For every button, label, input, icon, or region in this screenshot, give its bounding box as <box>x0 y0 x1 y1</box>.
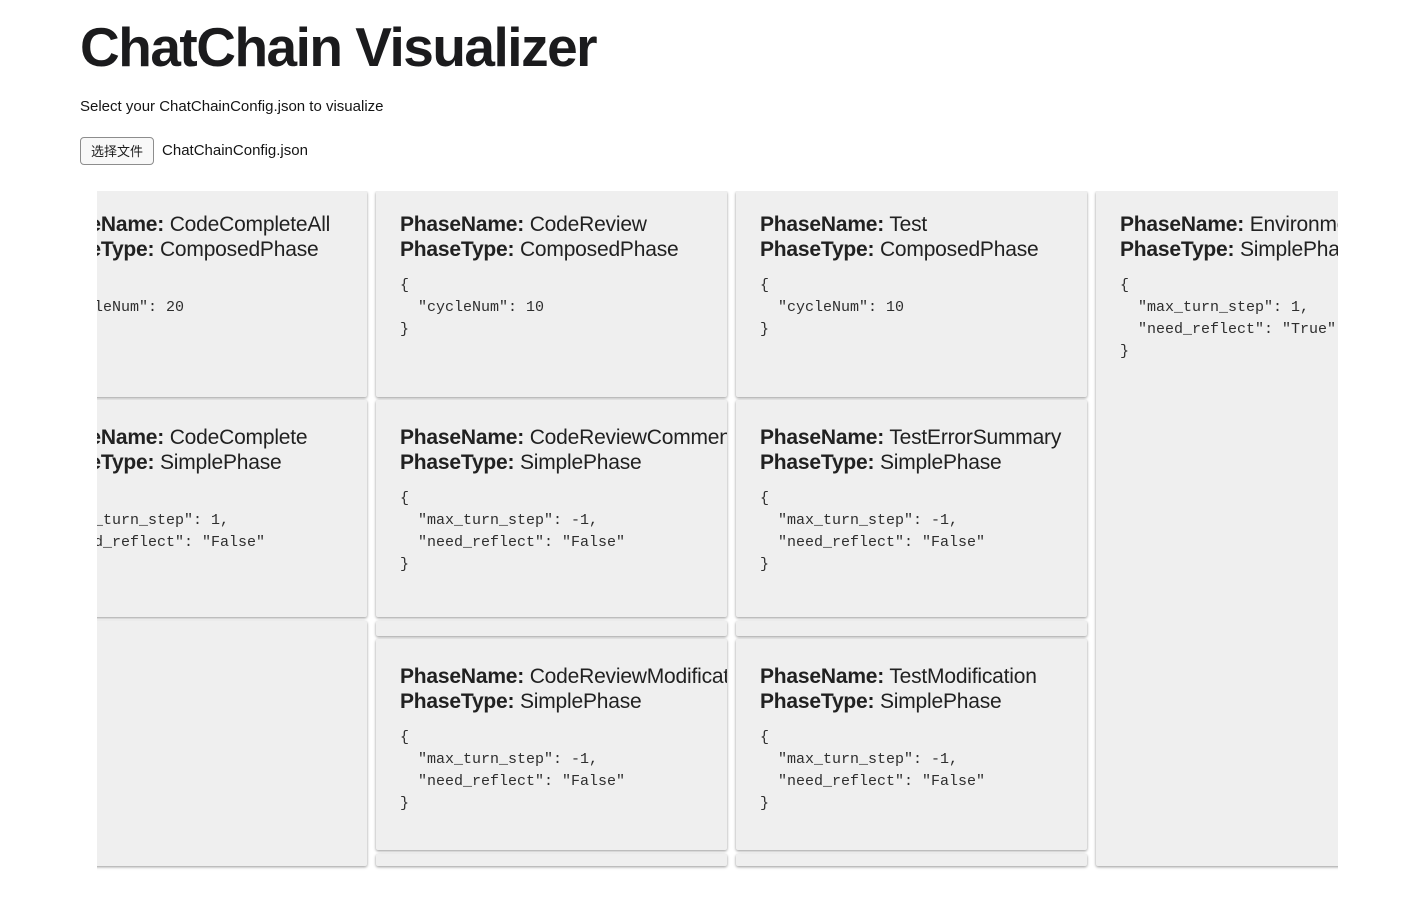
sub-phase-card: PhaseName: CodeCompletePhaseType: Simple… <box>97 399 367 617</box>
phase-type-label: PhaseType: <box>760 450 875 474</box>
phase-type-value: SimplePhase <box>519 450 642 474</box>
phase-name-label: PhaseName: <box>760 212 885 236</box>
phase-card: PhaseName: CodeCompleteAllPhaseType: Com… <box>97 190 367 397</box>
phase-type-line: PhaseType: SimplePhase <box>400 451 703 474</box>
phase-name-value: CodeReview <box>529 212 647 236</box>
phase-config-json: { "max_turn_step": -1, "need_reflect": "… <box>400 728 626 812</box>
phase-card-strip <box>736 620 1087 636</box>
phase-name-label: PhaseName: <box>97 212 165 236</box>
phase-chain-scroller[interactable]: PhaseName: CodeCompleteAllPhaseType: Com… <box>97 190 1338 871</box>
phase-name-label: PhaseName: <box>1120 212 1245 236</box>
phase-name-label: PhaseName: <box>760 664 885 688</box>
phase-config-json: { "max_turn_step": -1, "need_reflect": "… <box>400 489 626 573</box>
phase-type-label: PhaseType: <box>760 689 875 713</box>
phase-type-line: PhaseType: ComposedPhase <box>760 238 1063 261</box>
page-subtitle: Select your ChatChainConfig.json to visu… <box>80 98 384 115</box>
phase-type-line: PhaseType: ComposedPhase <box>97 238 343 261</box>
page-header: ChatChain Visualizer Select your ChatCha… <box>0 14 1410 165</box>
phase-column: PhaseName: EnvironmentDocPhaseType: Simp… <box>1096 190 1338 866</box>
phase-type-label: PhaseType: <box>1120 237 1235 261</box>
phase-type-value: ComposedPhase <box>159 237 319 261</box>
phase-type-value: SimplePhase <box>159 450 282 474</box>
phase-name-value: CodeReviewComment <box>529 425 727 449</box>
phase-config-json: { "cycleNum": 10 } <box>400 276 545 338</box>
phase-name-value: CodeCompleteAll <box>169 212 331 236</box>
phase-type-line: PhaseType: SimplePhase <box>400 690 703 713</box>
phase-type-line: PhaseType: SimplePhase <box>760 690 1063 713</box>
phase-name-line: PhaseName: TestModification <box>760 665 1063 688</box>
phase-type-line: PhaseType: SimplePhase <box>760 451 1063 474</box>
phase-name-label: PhaseName: <box>400 664 525 688</box>
phase-config-json: { "max_turn_step": -1, "need_reflect": "… <box>760 489 986 573</box>
phase-type-value: ComposedPhase <box>879 237 1039 261</box>
phase-card-strip <box>376 620 727 636</box>
phase-name-line: PhaseName: EnvironmentDoc <box>1120 213 1338 236</box>
phase-config-json: { "max_turn_step": 1, "need_reflect": "T… <box>1120 276 1337 360</box>
phase-name-label: PhaseName: <box>97 425 165 449</box>
phase-column-filler <box>97 620 367 866</box>
phase-type-line: PhaseType: SimplePhase <box>1120 238 1338 261</box>
phase-type-line: PhaseType: SimplePhase <box>97 451 343 474</box>
file-input: 选择文件 ChatChainConfig.json <box>80 136 1410 165</box>
phase-name-label: PhaseName: <box>400 212 525 236</box>
phase-config-json: { "max_turn_step": -1, "need_reflect": "… <box>760 728 986 812</box>
phase-card-strip <box>376 853 727 866</box>
phase-name-line: PhaseName: CodeReview <box>400 213 703 236</box>
phase-type-label: PhaseType: <box>400 450 515 474</box>
page-title: ChatChain Visualizer <box>80 16 598 78</box>
phase-name-line: PhaseName: CodeReviewModification <box>400 664 727 688</box>
phase-name-value: TestModification <box>889 664 1037 688</box>
phase-type-value: ComposedPhase <box>519 237 679 261</box>
phase-column: PhaseName: CodeCompleteAllPhaseType: Com… <box>97 190 367 866</box>
phase-type-label: PhaseType: <box>400 237 515 261</box>
phase-type-label: PhaseType: <box>97 450 155 474</box>
phase-card-strip <box>736 853 1087 866</box>
phase-type-value: SimplePhase <box>519 689 642 713</box>
phase-name-value: Test <box>889 212 928 236</box>
phase-name-value: EnvironmentDoc <box>1249 212 1338 236</box>
phase-name-label: PhaseName: <box>400 425 525 449</box>
phase-name-line: PhaseName: TestErrorSummary <box>760 426 1063 449</box>
phase-type-label: PhaseType: <box>400 689 515 713</box>
phase-name-value: CodeComplete <box>169 425 308 449</box>
phase-name-line: PhaseName: CodeReviewComment <box>400 425 727 449</box>
phase-config-json: { "cycleNum": 20 } <box>97 298 185 316</box>
phase-type-line: PhaseType: ComposedPhase <box>400 238 703 261</box>
sub-phase-card: PhaseName: CodeReviewModificationPhaseTy… <box>376 638 727 850</box>
phase-type-label: PhaseType: <box>760 237 875 261</box>
phase-type-value: SimplePhase <box>879 689 1002 713</box>
phase-name-line: PhaseName: CodeCompleteAll <box>97 213 343 236</box>
phase-card: PhaseName: EnvironmentDocPhaseType: Simp… <box>1096 190 1338 866</box>
phase-type-label: PhaseType: <box>97 237 155 261</box>
phase-name-line: PhaseName: CodeComplete <box>97 426 343 449</box>
phase-chain-track: PhaseName: CodeCompleteAllPhaseType: Com… <box>97 190 1338 866</box>
phase-name-label: PhaseName: <box>760 425 885 449</box>
phase-config-json: { "max_turn_step": 1, "need_reflect": "F… <box>97 511 266 551</box>
phase-type-value: SimplePhase <box>1239 237 1338 261</box>
phase-name-value: CodeReviewModification <box>529 664 727 688</box>
phase-type-value: SimplePhase <box>879 450 1002 474</box>
choose-file-button[interactable]: 选择文件 <box>80 136 155 165</box>
phase-name-value: TestErrorSummary <box>889 425 1062 449</box>
phase-config-json: { "cycleNum": 10 } <box>760 276 905 338</box>
selected-file-name: ChatChainConfig.json <box>162 142 308 160</box>
phase-name-line: PhaseName: Test <box>760 213 1063 236</box>
